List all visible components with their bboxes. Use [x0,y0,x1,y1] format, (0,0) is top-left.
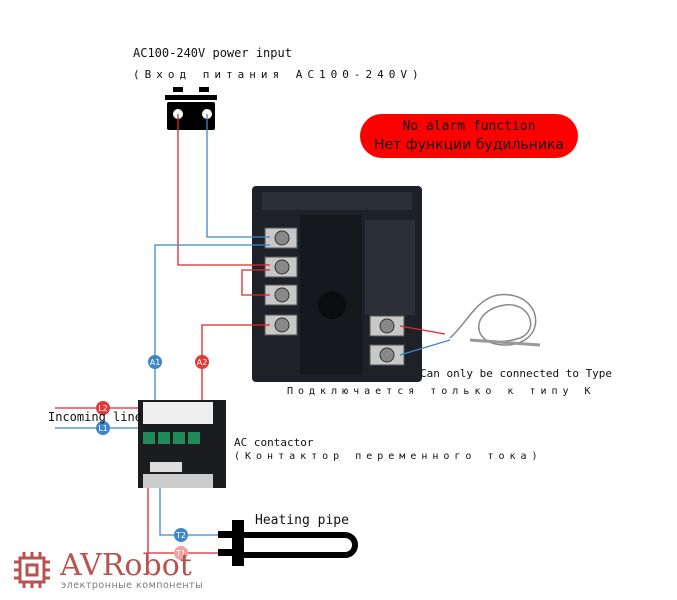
power-input-title: AC100-240V power input [133,46,292,60]
svg-text:T2: T2 [175,531,186,540]
badge-a1: A1 [148,355,162,369]
heating-pipe-label: Heating pipe [255,513,349,528]
badge-a2: A2 [195,355,209,369]
avrobot-logo-icon [14,552,50,588]
no-alarm-badge: No alarm function Нет функции будильника [360,114,578,158]
heating-pipe-icon [218,520,358,566]
temperature-controller [252,186,422,382]
badge-t2: T2 [174,528,188,542]
svg-text:T1: T1 [175,549,186,558]
logo-tagline: электронные компоненты [61,580,204,591]
ac-contactor [138,400,226,488]
logo-name: AVRobot [60,548,192,583]
svg-text:A1: A1 [150,358,161,367]
ac-contactor-label: AC contactor [234,436,314,449]
alarm-text-en: No alarm function [402,119,536,134]
badge-l2: L2 [96,401,110,415]
sensor-note-ru: Подключается только к типу K [287,386,596,397]
badge-l1: L1 [96,421,110,435]
badge-t1: T1 [174,546,188,560]
incoming-line-label: Incoming line [48,410,142,424]
power-terminal-icon [165,87,217,130]
alarm-text-ru: Нет функции будильника [374,137,564,153]
ac-contactor-label-ru: (Контактор переменного тока) [234,451,543,462]
svg-text:L2: L2 [98,404,108,413]
svg-text:L1: L1 [98,424,108,433]
power-input-subtitle: (Вход питания AC100-240V) [133,68,424,81]
sensor-note-en: Can only be connected to Type [420,367,613,380]
svg-text:A2: A2 [197,358,208,367]
